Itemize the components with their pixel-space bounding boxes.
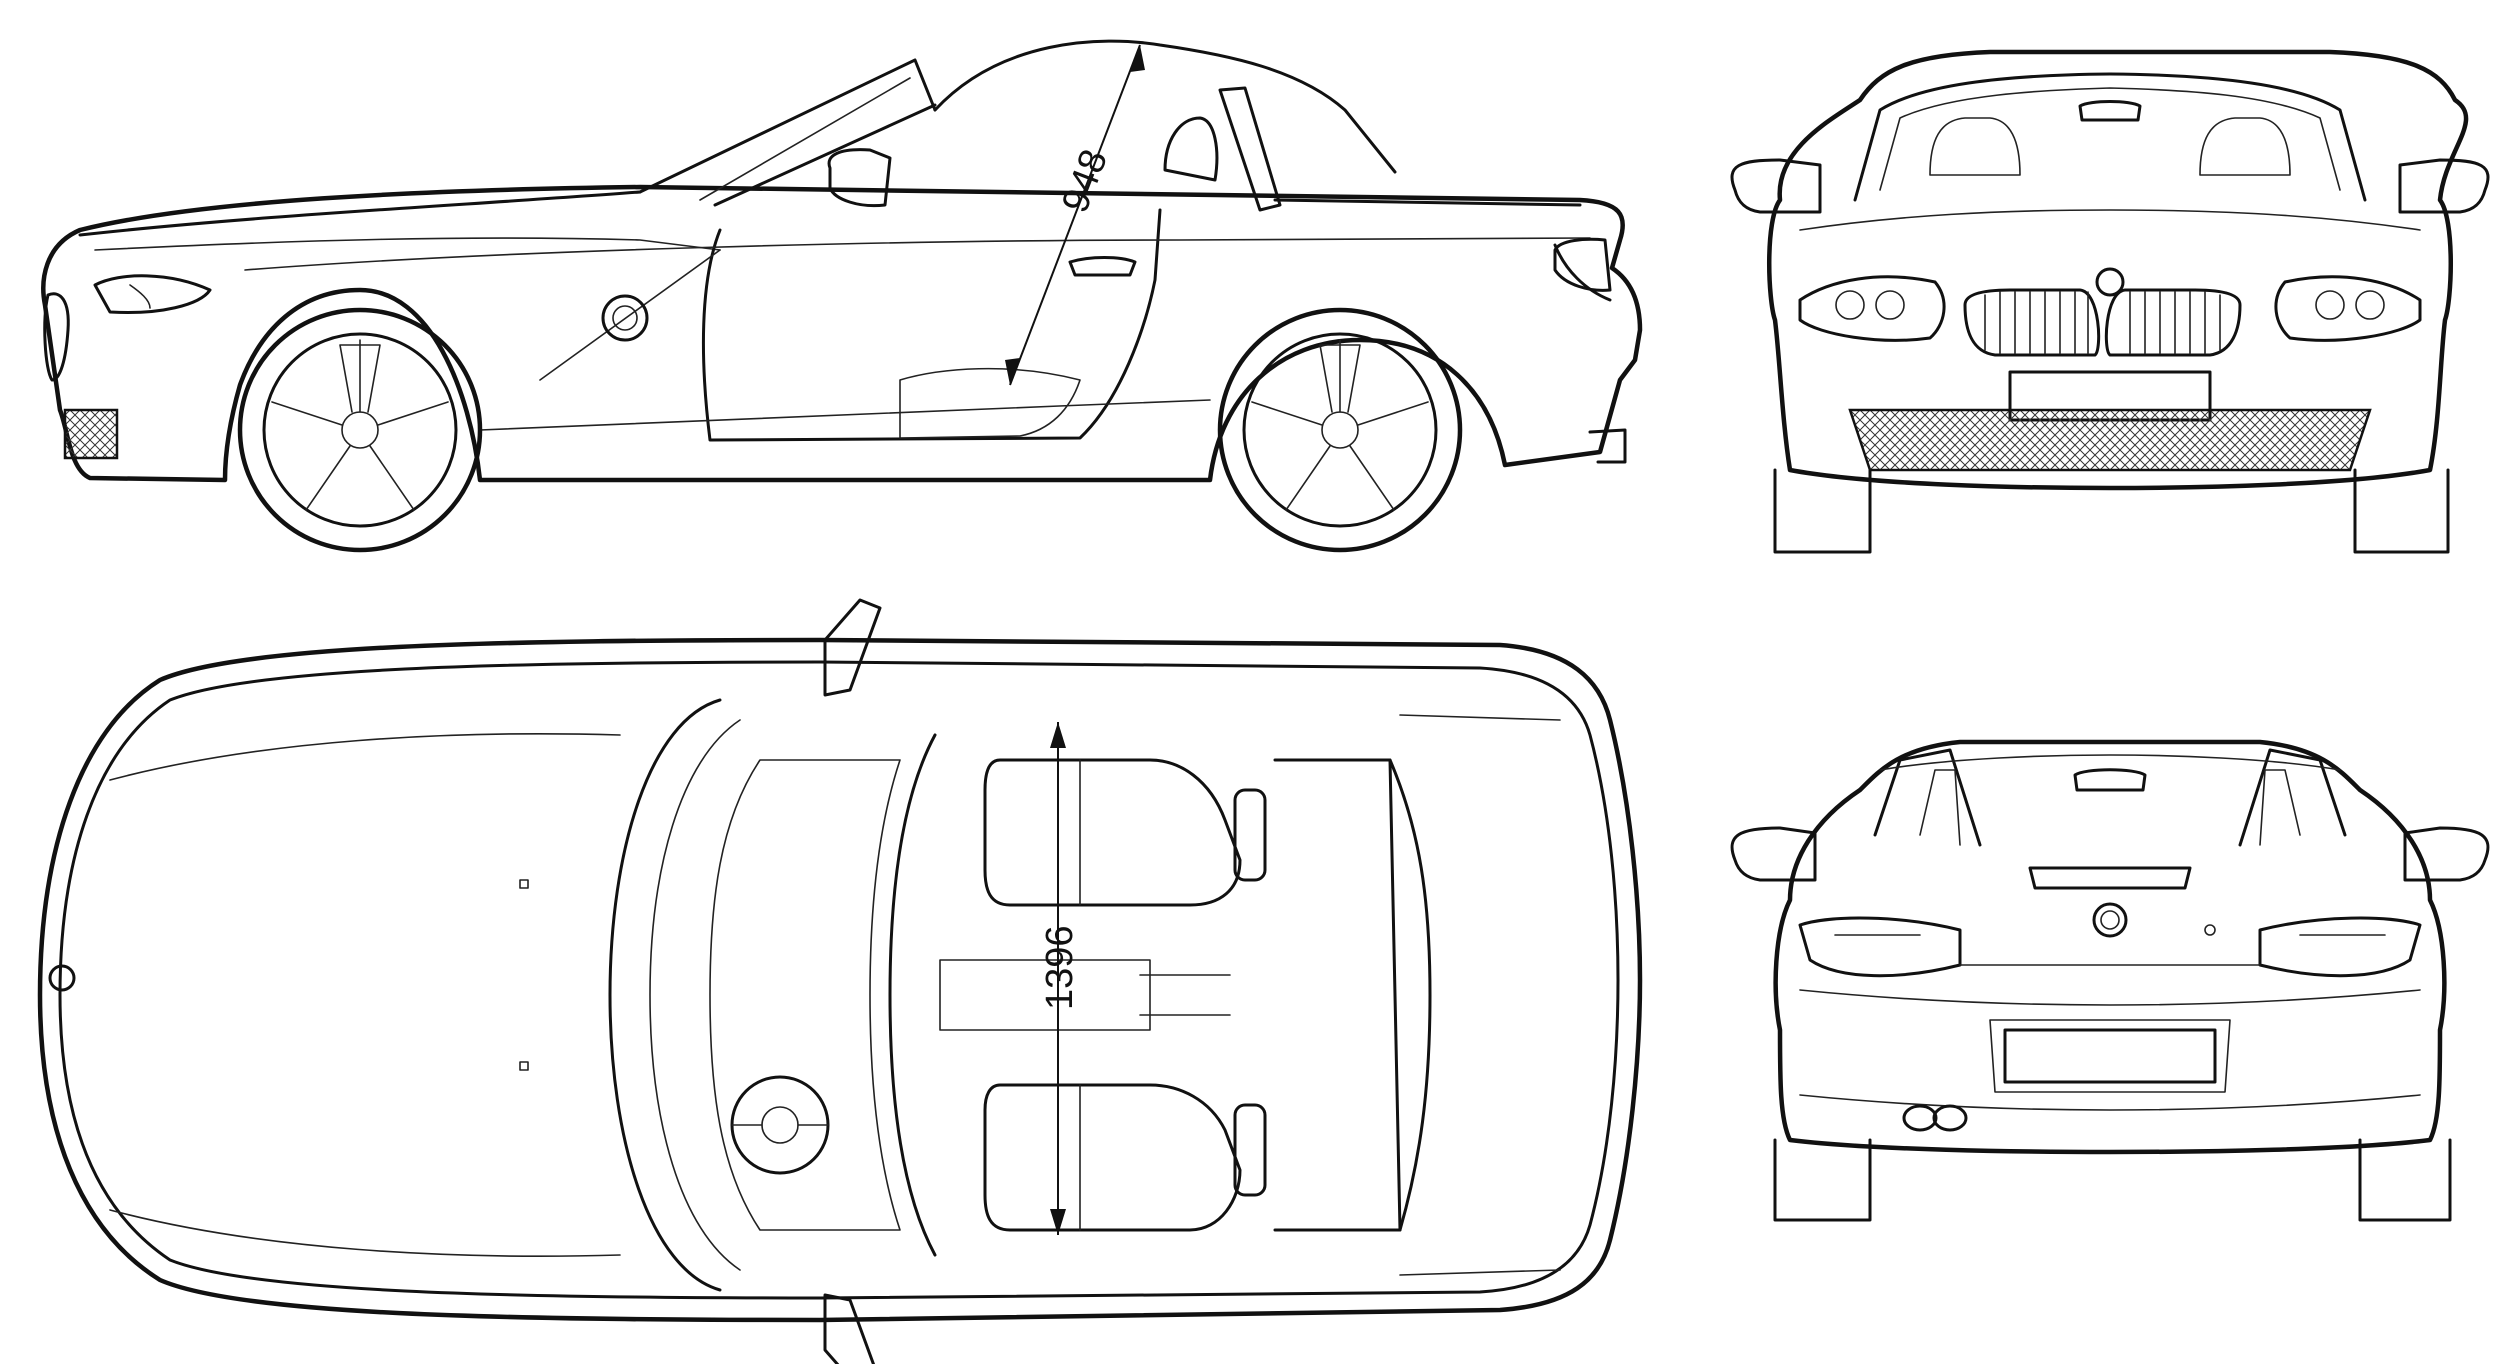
top-view	[37, 598, 1643, 1364]
front-view	[1730, 49, 2490, 554]
height-dimension-label: 948	[1054, 144, 1116, 218]
rear-view	[1730, 739, 2490, 1222]
side-view	[41, 39, 1643, 553]
width-dimension-label: 1396	[1039, 925, 1081, 1010]
